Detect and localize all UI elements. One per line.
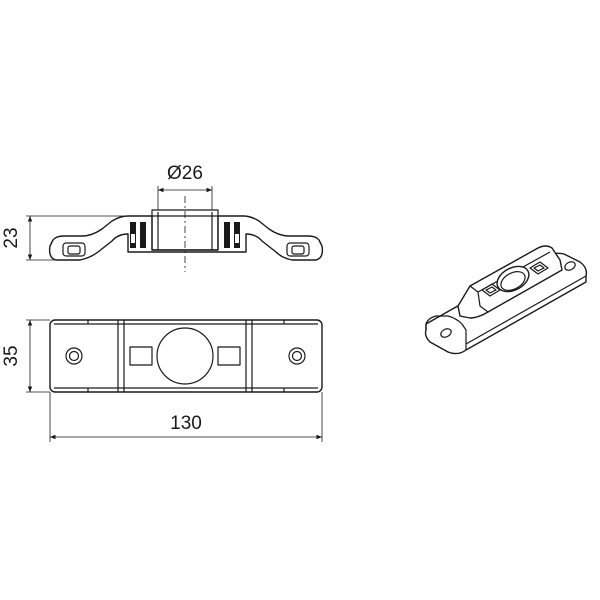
top-hole-left-inner: [68, 350, 80, 362]
top-window-right: [217, 346, 241, 366]
side-slot-right-window: [235, 234, 239, 243]
side-height-dimension: 23: [1, 215, 128, 261]
diameter-dimension: Ø26: [157, 163, 213, 210]
iso-window-left-inner: [485, 286, 497, 294]
iso-base-top-edge: [425, 315, 467, 344]
side-slot-left-window: [131, 234, 135, 243]
side-right-pocket: [286, 242, 310, 257]
side-slot-right: [224, 222, 230, 248]
diameter-label: Ø26: [167, 163, 203, 184]
side-left-pocket: [62, 242, 86, 257]
side-slot-left-2: [140, 222, 146, 248]
iso-center-bore-inner: [500, 271, 526, 291]
iso-window-right: [529, 261, 549, 275]
iso-hole-left: [440, 328, 452, 338]
side-view: [48, 196, 324, 272]
top-height-dimension: 35: [1, 319, 50, 393]
iso-hole-right: [564, 261, 576, 271]
side-height-label: 23: [1, 227, 22, 248]
side-hub: [151, 209, 219, 251]
top-hole-left: [65, 347, 83, 365]
side-profile: [48, 215, 324, 261]
top-hole-right: [288, 347, 306, 365]
top-window-left: [129, 346, 153, 366]
top-height-label: 35: [1, 345, 22, 366]
top-view: [49, 319, 323, 393]
side-left-pocket-inner: [67, 245, 81, 255]
top-outline: [49, 319, 323, 393]
length-dimension: 130: [49, 392, 323, 442]
top-hole-right-inner: [291, 350, 303, 362]
iso-body-top-face: [469, 251, 551, 313]
side-right-pocket-inner: [291, 245, 305, 255]
isometric-view: [424, 245, 588, 355]
iso-window-right-inner: [533, 264, 545, 272]
iso-base-front-edge: [425, 275, 587, 350]
length-label: 130: [170, 413, 202, 434]
iso-window-left: [481, 283, 501, 297]
top-center-bore: [156, 327, 214, 385]
